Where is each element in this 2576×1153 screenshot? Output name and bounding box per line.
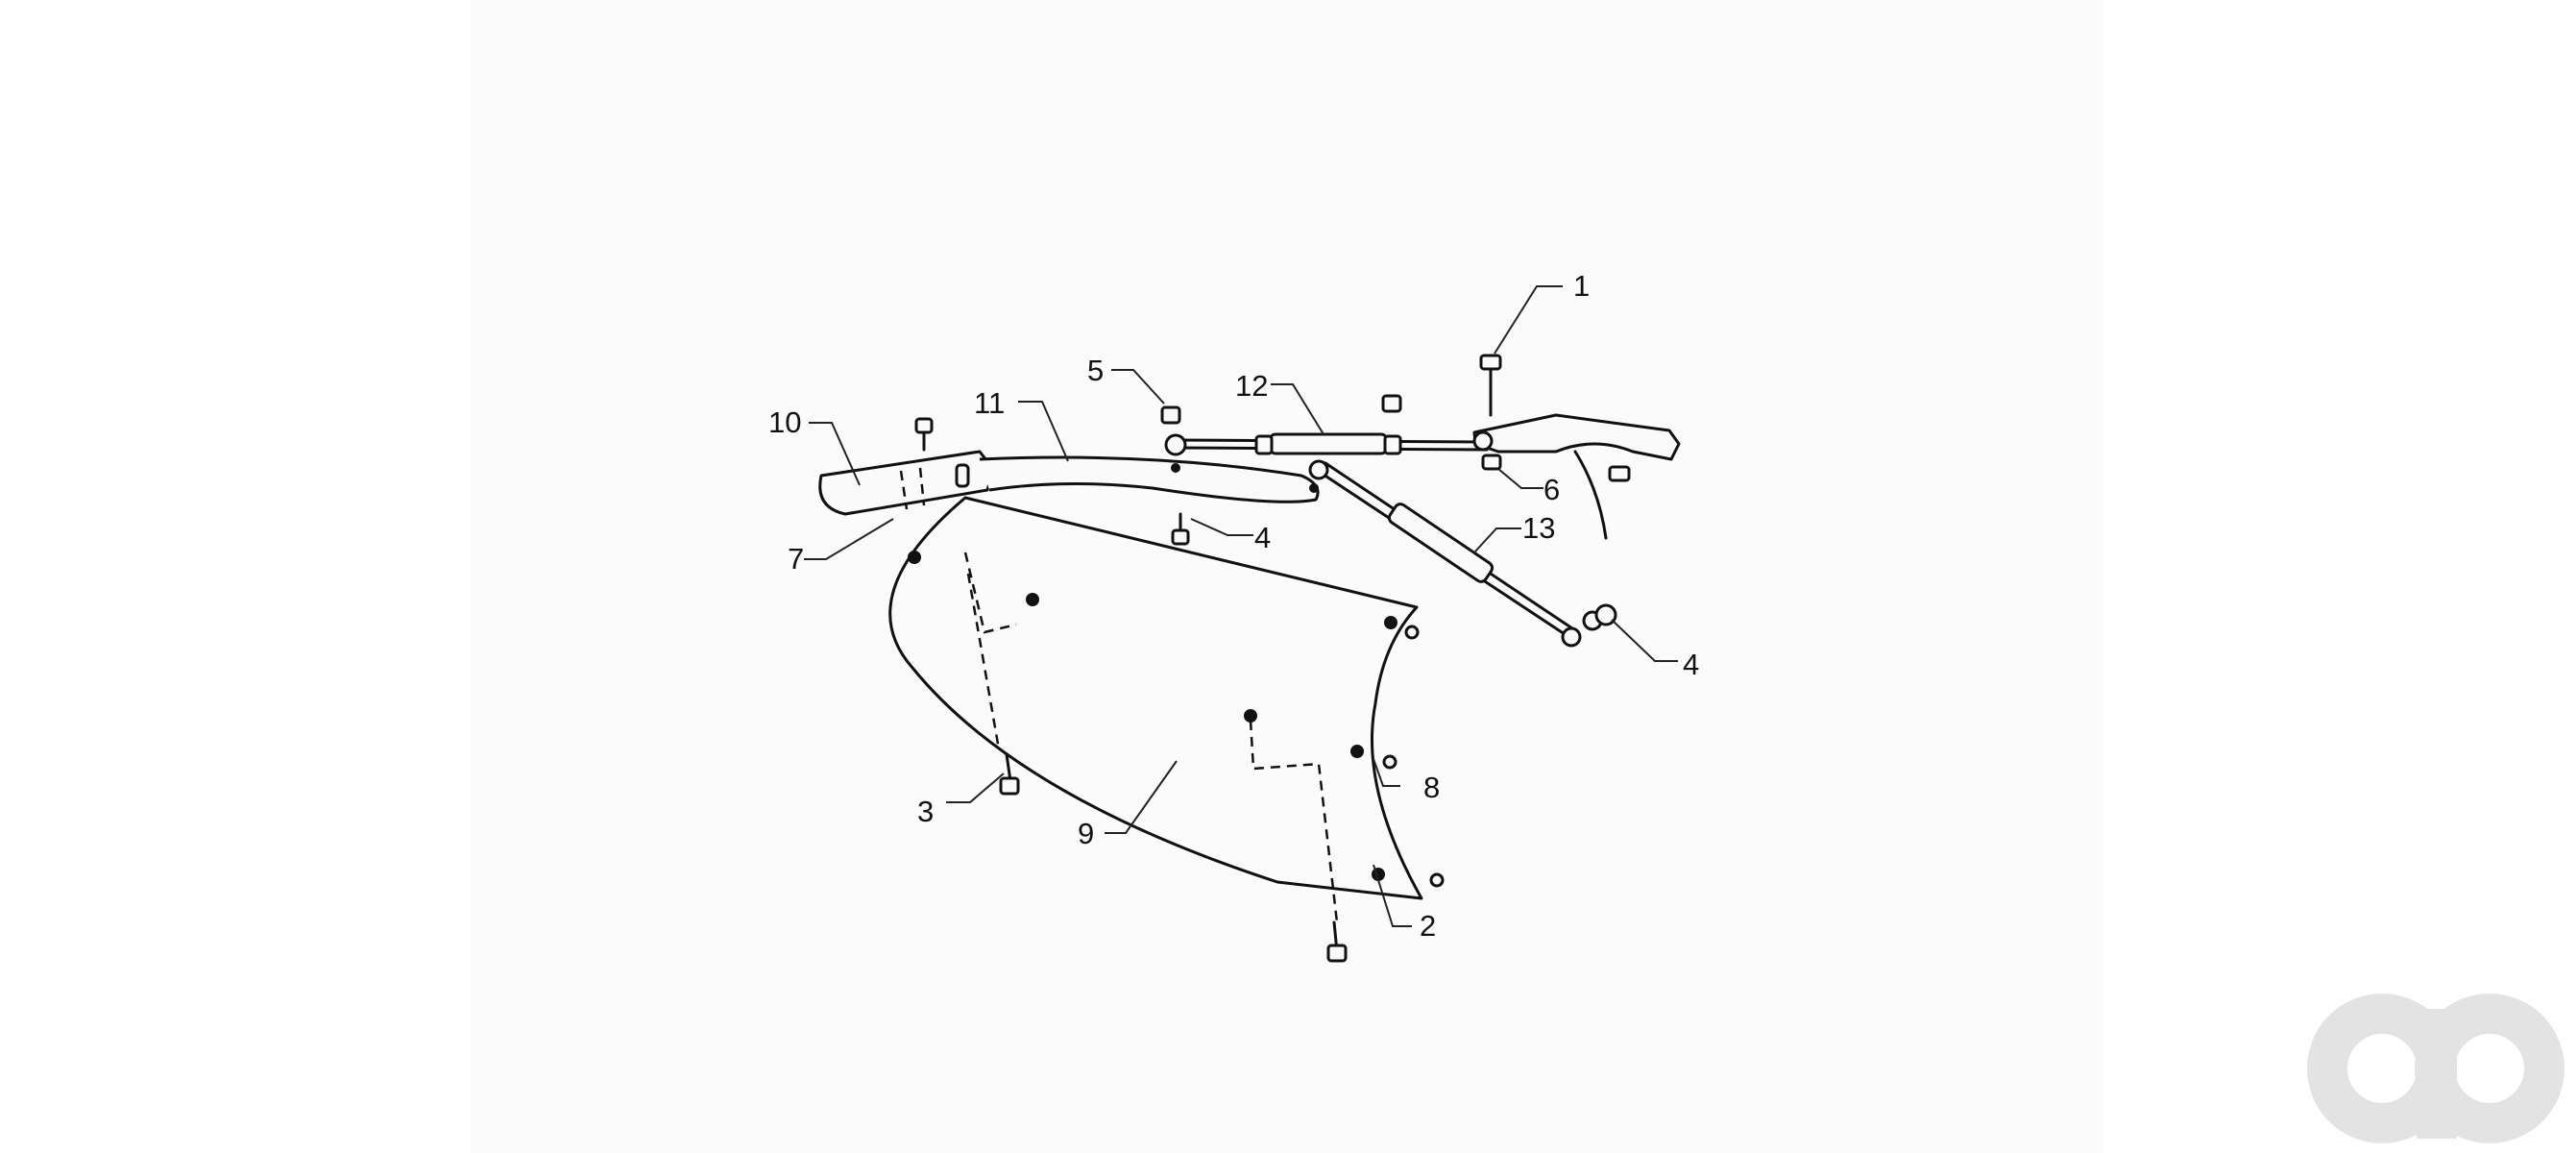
mouldboard-part bbox=[888, 496, 1423, 923]
callout-4-right: 4 bbox=[1683, 648, 1699, 681]
callout-1: 1 bbox=[1573, 269, 1590, 303]
callout-7: 7 bbox=[788, 542, 804, 576]
callout-3: 3 bbox=[917, 795, 934, 828]
adjuster-rod-part bbox=[1164, 432, 1489, 456]
callout-labels: 1 2 3 4 4 5 6 7 8 9 10 11 12 13 bbox=[768, 269, 1699, 943]
diagonal-adjuster-part bbox=[1308, 459, 1582, 648]
callout-13: 13 bbox=[1522, 511, 1555, 545]
callout-4-upper: 4 bbox=[1254, 521, 1271, 554]
callout-2: 2 bbox=[1420, 909, 1436, 943]
ao-logo-icon bbox=[2307, 994, 2564, 1143]
callout-8: 8 bbox=[1423, 771, 1440, 804]
callout-10: 10 bbox=[768, 405, 801, 439]
shin-part bbox=[818, 417, 995, 516]
leader-lines bbox=[804, 285, 1678, 927]
callout-12: 12 bbox=[1235, 369, 1268, 403]
callout-9: 9 bbox=[1078, 817, 1094, 850]
callout-5: 5 bbox=[1087, 354, 1104, 387]
callout-6: 6 bbox=[1543, 473, 1560, 506]
loose-hardware bbox=[999, 394, 1617, 963]
top-bracket-part bbox=[1472, 354, 1681, 540]
beam-part bbox=[979, 455, 1320, 503]
callout-11: 11 bbox=[974, 386, 1005, 420]
